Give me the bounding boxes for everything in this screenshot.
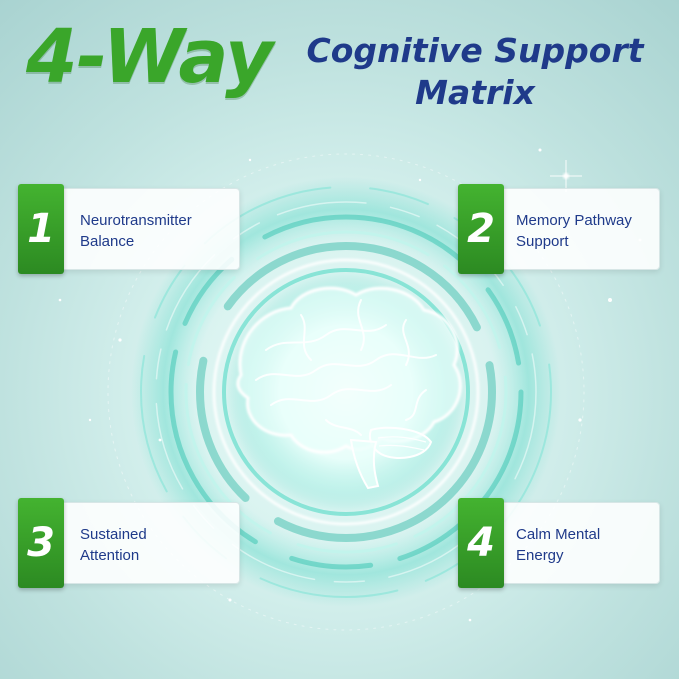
benefit-card-panel (60, 502, 240, 584)
benefit-number-badge: 2 (458, 184, 504, 274)
benefit-label: Calm Mental Energy (516, 524, 656, 566)
benefit-number-badge: 4 (458, 498, 504, 588)
star-flare (550, 160, 582, 192)
benefit-label-line-1: Sustained (80, 526, 147, 543)
benefit-number-badge: 1 (18, 184, 64, 274)
benefit-card-panel (500, 188, 660, 270)
benefit-label: Sustained Attention (80, 524, 240, 566)
benefit-card-panel (60, 188, 240, 270)
headline-subtitle: Cognitive Support Matrix (290, 30, 660, 114)
benefit-label-line-2: Balance (80, 233, 135, 250)
benefit-label: Neurotransmitter Balance (80, 210, 240, 252)
subtitle-line-2: Matrix (415, 73, 535, 112)
benefit-label-line-2: Support (516, 233, 569, 250)
benefit-label-line-2: Energy (516, 547, 564, 564)
benefit-card-panel (500, 502, 660, 584)
benefit-label-line-1: Neurotransmitter (80, 212, 192, 229)
subtitle-line-1: Cognitive Support (306, 31, 644, 70)
benefit-label: Memory Pathway Support (516, 210, 656, 252)
benefit-label-line-1: Memory Pathway (516, 212, 632, 229)
benefit-label-line-1: Calm Mental (516, 526, 601, 543)
headline-4-way: 4-Way (26, 14, 273, 100)
benefit-number-badge: 3 (18, 498, 64, 588)
benefit-label-line-2: Attention (80, 547, 140, 564)
glowing-brain-icon (236, 286, 462, 490)
